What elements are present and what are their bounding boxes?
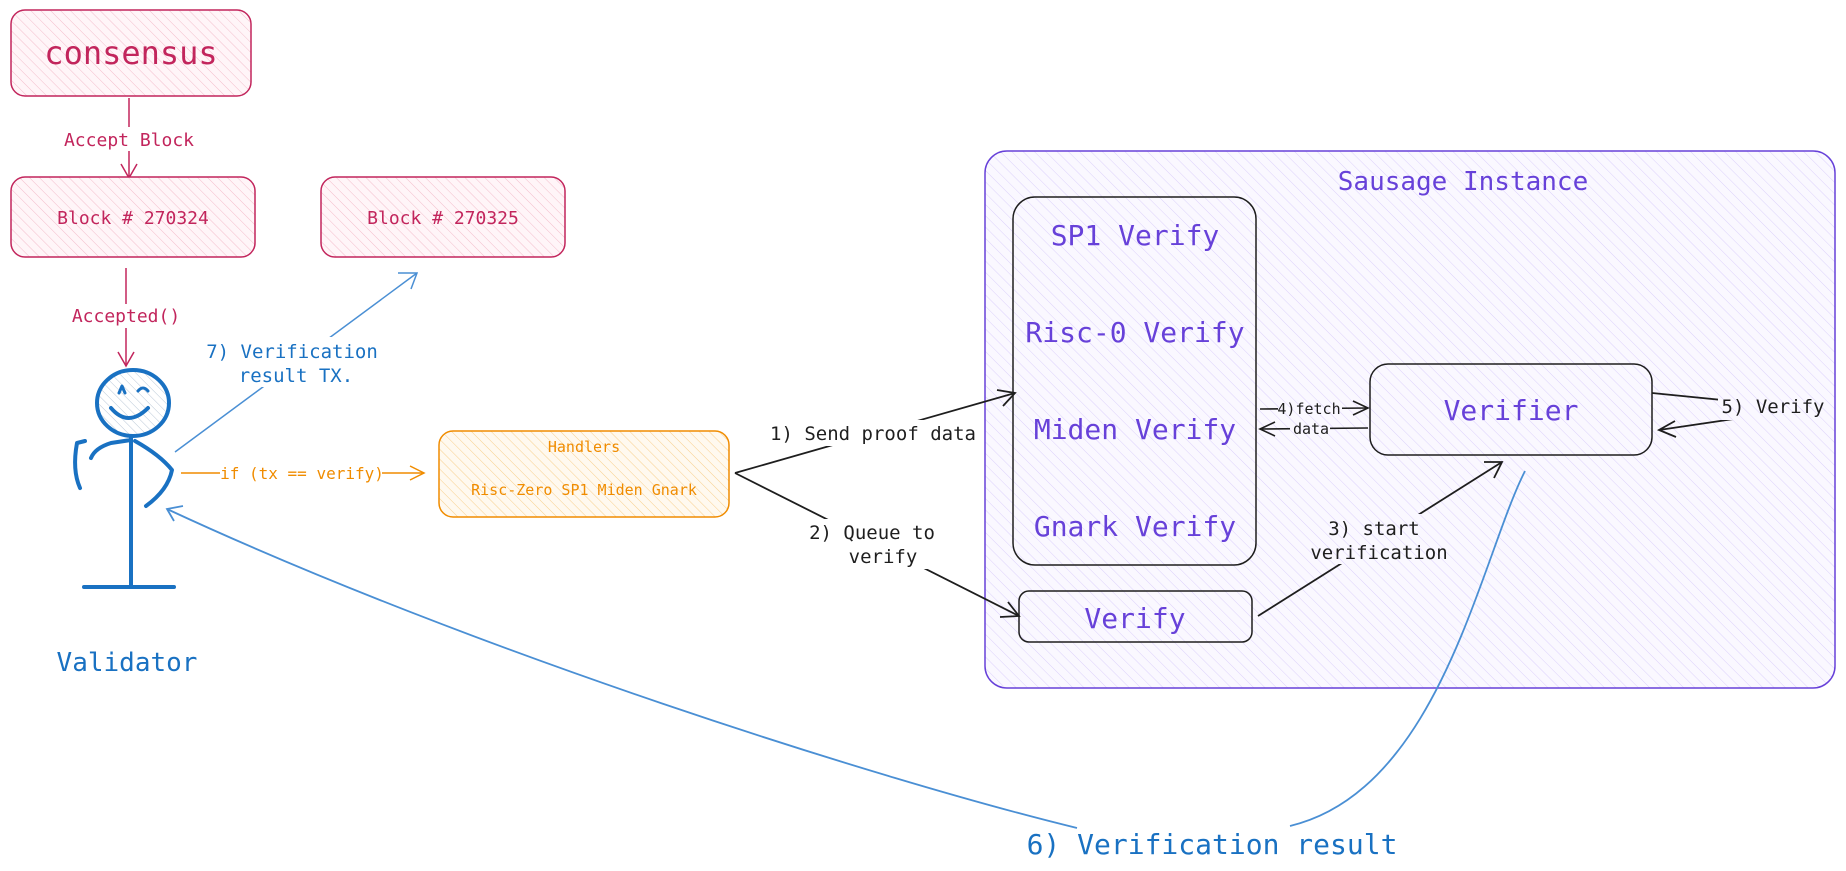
condition-arrowhead (409, 465, 426, 481)
verification-result-arrow: 6) Verification result (165, 470, 1526, 861)
sausage-instance-title: Sausage Instance (1338, 167, 1588, 197)
handlers-title: Handlers (548, 438, 620, 456)
result-tx-arrow: 7) Verification result TX. (174, 272, 419, 453)
fetch-label-line2: data (1293, 420, 1329, 438)
self-verify-label: 5) Verify (1722, 396, 1825, 418)
sausage-instance: Sausage Instance SP1 Verify Risc-0 Verif… (984, 150, 1836, 689)
queue-arrow: 2) Queue to verify (734, 472, 1021, 618)
fetch-label-line1: 4)fetch (1277, 400, 1340, 418)
accepted-label: Accepted() (72, 306, 180, 327)
send-proof-arrow: 1) Send proof data (734, 389, 1017, 474)
consensus-box (10, 9, 252, 97)
consensus-title: consensus (44, 34, 217, 72)
fetch-data-arrows: 4)fetch data (1258, 399, 1370, 438)
consensus-section: consensus Accept Block Block # 270324 Bl… (10, 9, 566, 368)
verify-queue-label: Verify (1084, 602, 1185, 635)
block-next (320, 176, 566, 258)
queue-label-line1: 2) Queue to (809, 522, 935, 544)
start-label-line2: verification (1310, 542, 1447, 564)
start-verification-arrow: 3) start verification (1257, 461, 1504, 617)
block-current (10, 176, 256, 258)
handlers-box (438, 430, 730, 518)
verifier-sp1: SP1 Verify (1051, 219, 1220, 252)
handlers-items: Risc-Zero SP1 Miden Gnark (471, 481, 697, 499)
queue-label-line2: verify (849, 546, 918, 568)
accept-block-label: Accept Block (64, 130, 194, 151)
condition-label: if (tx == verify) (220, 464, 384, 483)
verifiers-panel (1012, 196, 1257, 566)
handlers-section: if (tx == verify) Handlers Risc-Zero SP1… (181, 430, 730, 518)
verifier-miden: Miden Verify (1034, 413, 1236, 446)
verifier-box (1369, 363, 1653, 456)
verifier-gnark: Gnark Verify (1034, 510, 1236, 543)
validator-label: Validator (57, 648, 198, 678)
accept-block-label-bg (56, 127, 202, 151)
self-verify-arrow: 5) Verify (1651, 392, 1828, 438)
result-tx-label-line2: result TX. (239, 365, 353, 387)
result-tx-label-line1: 7) Verification (206, 341, 378, 363)
verifier-label: Verifier (1444, 394, 1579, 427)
send-proof-label: 1) Send proof data (770, 423, 976, 445)
start-label-line1: 3) start (1328, 518, 1420, 540)
sausage-instance-box (984, 150, 1836, 689)
stick-figure-icon (73, 368, 176, 589)
block-next-label: Block # 270325 (367, 208, 519, 229)
condition-label-bg (220, 462, 382, 484)
accepted-label-bg (62, 304, 190, 328)
verification-result-label: 6) Verification result (1027, 828, 1398, 861)
accepted-arrowhead (117, 351, 135, 368)
block-current-label: Block # 270324 (57, 208, 209, 229)
verifier-risc0: Risc-0 Verify (1025, 316, 1244, 349)
